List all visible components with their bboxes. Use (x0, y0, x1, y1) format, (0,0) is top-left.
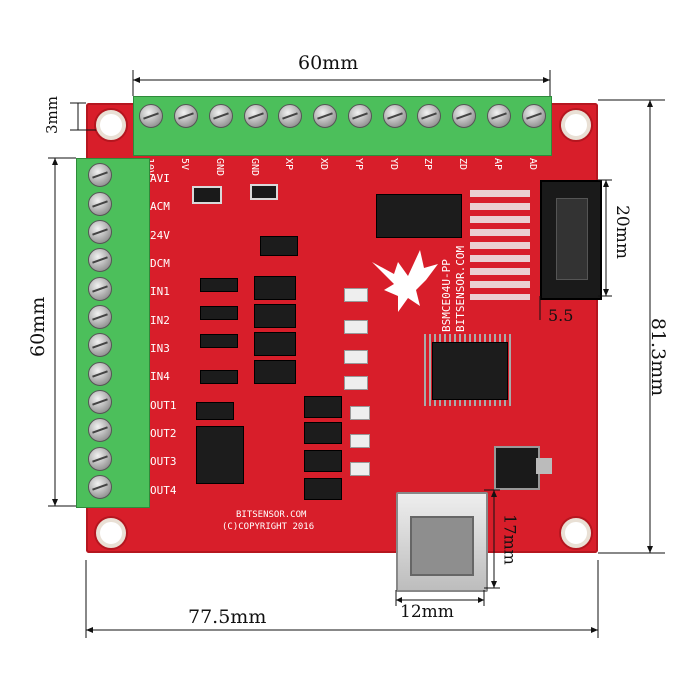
left-terminal-label: 24V (150, 228, 170, 242)
smd-part (344, 350, 368, 364)
left-terminal-screw (88, 248, 112, 273)
smd-part (304, 422, 342, 444)
smd-part (344, 288, 368, 302)
dim-usb-width: 12mm (400, 602, 454, 622)
left-terminal-label: OUT1 (150, 398, 177, 412)
left-terminal-label: DCM (150, 257, 170, 270)
smd-part (200, 370, 238, 384)
smd-part (254, 360, 296, 384)
left-terminal-screw (88, 304, 112, 329)
left-terminal-screw (88, 474, 112, 499)
smd-part (350, 462, 370, 476)
mounting-hole-top-right (561, 110, 591, 140)
left-terminal-screw (88, 191, 112, 216)
top-terminal-screw (243, 104, 268, 128)
left-terminal-label: IN4 (150, 370, 170, 384)
left-terminal-screw (88, 219, 112, 244)
top-terminal-screw (139, 104, 164, 128)
top-terminal-screw (452, 104, 477, 128)
left-terminal-label: IN3 (150, 342, 170, 355)
silkscreen-footer-line1: BITSENSOR.COM (236, 510, 307, 520)
left-terminal-screw (88, 163, 112, 188)
smd-part (200, 334, 238, 348)
smd-part (260, 236, 298, 256)
top-terminal-screw (208, 104, 233, 128)
voltage-regulator (494, 446, 540, 490)
left-terminal-label: AVI (150, 172, 170, 185)
dim-board-width: 77.5mm (188, 606, 267, 628)
smd-part (304, 450, 342, 472)
ic-chip-bottom-left (196, 426, 244, 484)
dim-board-height: 81.3mm (647, 317, 669, 397)
dim-mount-offset: 3mm (43, 96, 61, 134)
smd-part (344, 376, 368, 390)
top-terminal-screw (278, 104, 303, 128)
top-terminal-screw (313, 104, 338, 128)
microcontroller-pins (424, 334, 514, 406)
top-terminal-screw (486, 104, 511, 128)
top-terminal-block (133, 96, 552, 156)
left-terminal-block (76, 158, 150, 508)
left-terminal-screw (88, 333, 112, 358)
top-terminal-screws (133, 104, 550, 130)
left-terminal-screw (88, 446, 112, 471)
dim-header-height: 20mm (612, 205, 632, 259)
dim-left-height: 60mm (27, 296, 49, 357)
smd-part (350, 406, 370, 420)
mounting-hole-bottom-right (561, 518, 591, 548)
smd-part (350, 434, 370, 448)
smd-part (254, 332, 296, 356)
left-terminal-screw (88, 389, 112, 414)
left-terminal-screws (86, 160, 116, 504)
mounting-hole-bottom-left (96, 518, 126, 548)
smd-part (250, 184, 278, 200)
left-terminal-screw (88, 276, 112, 301)
left-terminal-screw (88, 418, 112, 443)
smd-part (304, 478, 342, 500)
mounting-hole-top-left (96, 110, 126, 140)
left-terminal-label: OUT4 (150, 483, 177, 497)
smd-part (200, 306, 238, 320)
silkscreen-footer-line2: (C)COPYRIGHT 2016 (222, 522, 315, 532)
left-terminal-screw (88, 361, 112, 386)
smd-part (254, 276, 296, 300)
regulator-tab (536, 458, 552, 474)
top-terminal-screw (521, 104, 546, 128)
smd-part (196, 402, 234, 420)
left-terminal-label: OUT3 (150, 455, 177, 469)
smd-components (192, 180, 400, 500)
smd-part (344, 320, 368, 334)
left-terminal-label: OUT2 (150, 427, 177, 440)
top-terminal-screw (174, 104, 199, 128)
smd-part (254, 304, 296, 328)
dim-top-width: 60mm (298, 52, 359, 74)
usb-b-connector (396, 492, 488, 592)
left-terminal-label: ACM (150, 200, 170, 214)
smd-part (304, 396, 342, 418)
dim-usb-height: 17mm (500, 514, 520, 565)
pin-header-connector (540, 180, 602, 300)
eagle-logo-icon (368, 246, 444, 318)
top-terminal-screw (417, 104, 442, 128)
resistor-array (470, 190, 530, 300)
dim-header-pitch: 5.5 (548, 306, 574, 325)
top-terminal-screw (347, 104, 372, 128)
ic-chip-top (376, 194, 462, 238)
top-terminal-screw (382, 104, 407, 128)
left-terminal-label: IN1 (150, 285, 170, 299)
left-terminal-label: IN2 (150, 313, 170, 327)
smd-part (200, 278, 238, 292)
smd-part (192, 186, 222, 204)
